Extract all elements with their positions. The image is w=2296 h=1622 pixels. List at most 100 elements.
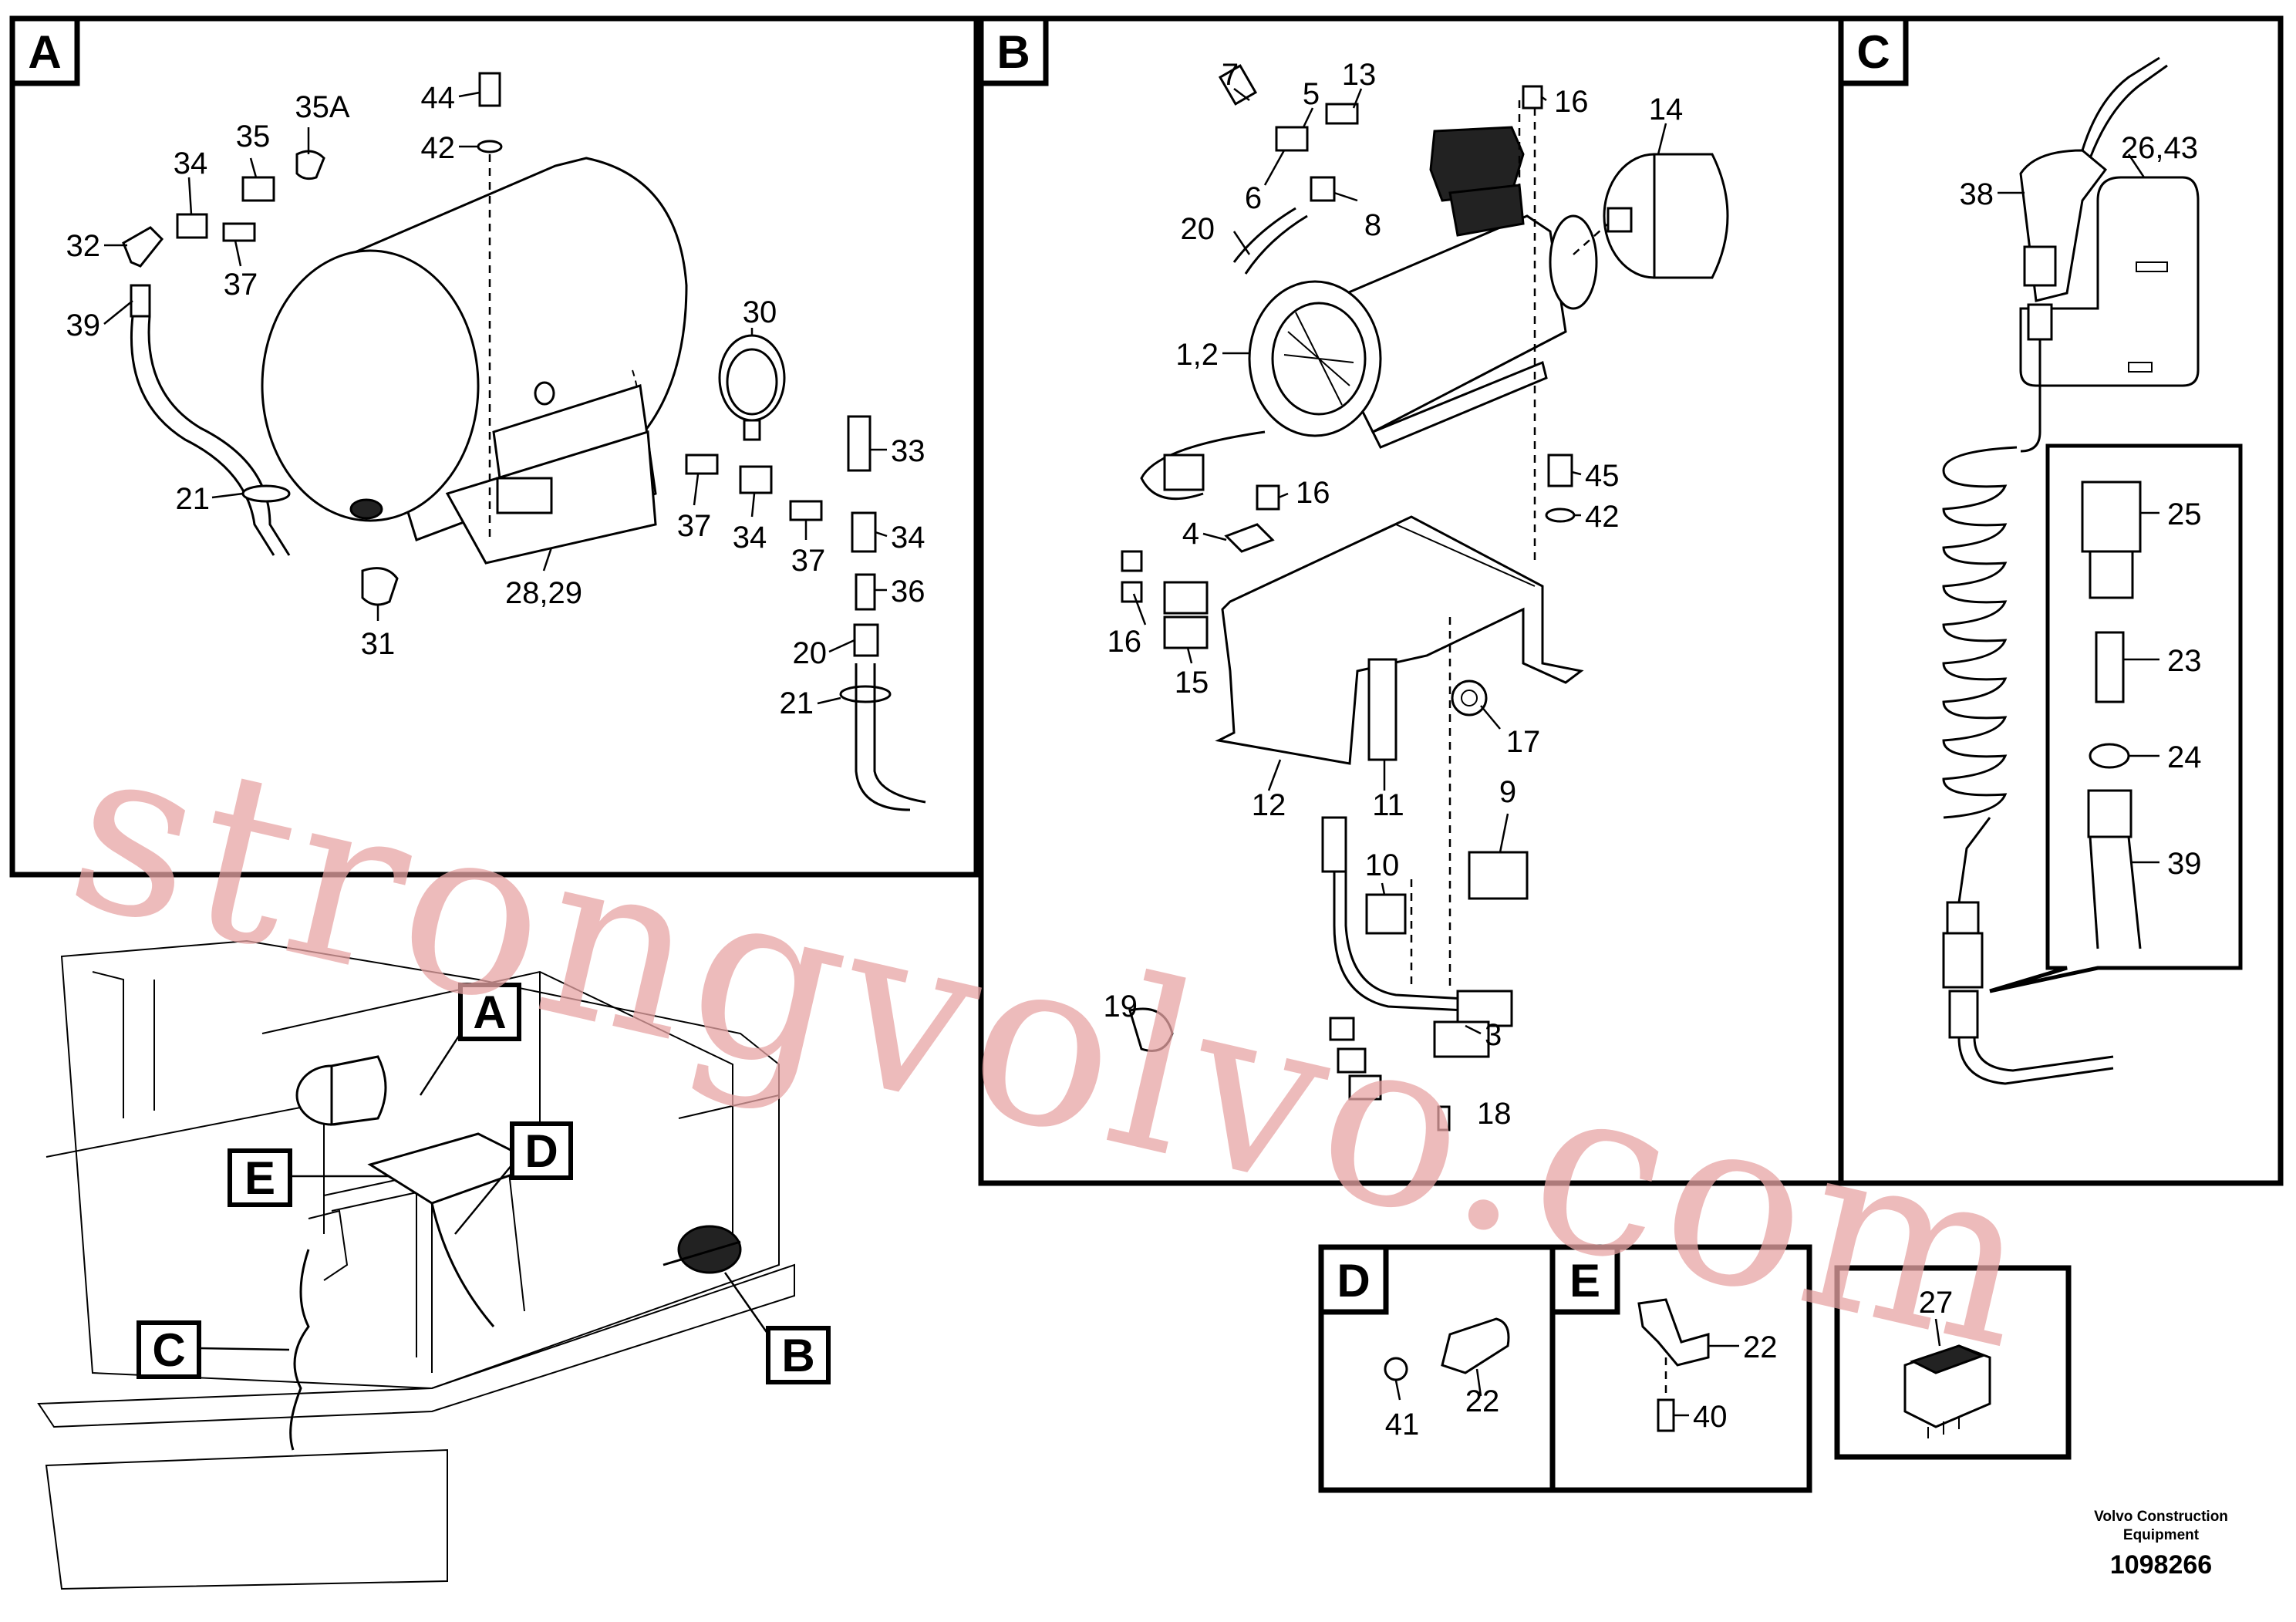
bolt-45 xyxy=(1547,454,1573,487)
label-6: 6 xyxy=(1245,181,1262,215)
fitting-36 xyxy=(855,573,876,611)
callout-c-box xyxy=(137,1320,201,1379)
label-40: 40 xyxy=(1693,1400,1728,1434)
label-28-29: 28,29 xyxy=(505,576,582,610)
grommet-17 xyxy=(1451,679,1488,717)
label-42-b: 42 xyxy=(1585,500,1620,534)
plate-11 xyxy=(1367,658,1397,761)
washer-42 xyxy=(477,140,503,153)
label-30: 30 xyxy=(743,295,777,329)
coupler-25 xyxy=(2081,481,2142,553)
label-35: 35 xyxy=(236,120,271,153)
callout-a-box xyxy=(458,983,521,1041)
label-20-b: 20 xyxy=(1181,212,1215,246)
fitting-20 xyxy=(853,623,879,657)
label-23: 23 xyxy=(2167,644,2202,678)
panel-c-labels: 26,43 38 25 23 24 39 xyxy=(1960,131,2202,881)
sensor-33 xyxy=(847,415,872,472)
panel-b-labels: 7 13 5 16 14 6 8 20 1,2 45 16 42 4 16 15… xyxy=(1104,58,1684,1131)
panel-e-letter: E xyxy=(1569,1255,1600,1307)
label-18: 18 xyxy=(1477,1097,1512,1131)
panel-switch-frame xyxy=(1834,1265,2072,1460)
air-tank-icon xyxy=(261,157,688,565)
overview-compressor xyxy=(677,1225,742,1274)
filter-14 xyxy=(1573,153,1729,279)
compressor-icon xyxy=(1248,126,1598,449)
label-34-right: 34 xyxy=(891,521,925,555)
elbow-32 xyxy=(122,226,164,268)
bolt-16-left-a xyxy=(1121,550,1143,572)
label-5: 5 xyxy=(1303,77,1320,111)
label-33: 33 xyxy=(891,434,925,468)
label-24: 24 xyxy=(2167,740,2202,774)
panel-e: E 22 40 xyxy=(1549,1244,1812,1493)
connector-35 xyxy=(241,176,275,202)
label-21-right: 21 xyxy=(780,686,814,720)
coiled-hose-icon xyxy=(1942,339,2114,1085)
tee-34-top xyxy=(176,213,208,239)
panel-c-inset xyxy=(1989,443,2243,993)
screw-18 xyxy=(1437,1105,1451,1131)
label-37-low: 37 xyxy=(791,544,826,578)
tee-34-right xyxy=(851,511,877,553)
label-16-left: 16 xyxy=(1108,625,1142,659)
label-34-mid: 34 xyxy=(733,521,767,555)
panel-a-letter-box xyxy=(9,15,80,86)
grommet-19 xyxy=(1128,1007,1174,1052)
panel-e-frame xyxy=(1549,1244,1812,1493)
fitting-39-c xyxy=(2087,789,2132,838)
nipple-37-top xyxy=(222,222,256,242)
drawing-number: 1098266 xyxy=(2110,1550,2212,1580)
label-11: 11 xyxy=(1372,788,1404,822)
label-44: 44 xyxy=(421,81,456,115)
label-3: 3 xyxy=(1485,1018,1502,1052)
washer-42-b xyxy=(1545,508,1576,523)
label-20: 20 xyxy=(793,636,828,670)
bolt-16-left-b xyxy=(1121,581,1143,603)
panel-b-leaders xyxy=(1132,88,1667,1035)
company-line1: Volvo Construction xyxy=(2094,1509,2228,1525)
motor-lead xyxy=(1140,430,1266,501)
panel-a-labels: 44 42 35A 35 34 32 37 39 30 33 21 37 34 … xyxy=(66,81,925,720)
overview-machine xyxy=(37,939,795,1590)
fittings-upper-left xyxy=(122,150,325,318)
label-16-top: 16 xyxy=(1554,85,1589,119)
label-39: 39 xyxy=(66,309,101,342)
label-16-mid: 16 xyxy=(1296,476,1330,510)
label-21-left: 21 xyxy=(176,482,211,516)
rocker-switch-icon xyxy=(1903,1344,1991,1438)
label-41: 41 xyxy=(1385,1408,1420,1442)
label-4: 4 xyxy=(1182,517,1199,551)
panel-b-letter-box xyxy=(978,15,1049,86)
nipple-23 xyxy=(2095,631,2125,703)
panel-c: C xyxy=(1838,15,2284,1186)
clip-22-d xyxy=(1441,1317,1510,1374)
bracket-22-e xyxy=(1637,1298,1710,1367)
callout-b-box xyxy=(766,1326,831,1384)
label-34-top: 34 xyxy=(174,147,208,180)
title-block: Volvo Construction Equipment 1098266 xyxy=(2094,1509,2228,1580)
callout-b: B xyxy=(781,1330,814,1381)
label-19: 19 xyxy=(1104,990,1138,1023)
label-15: 15 xyxy=(1175,666,1209,700)
panel-a-leaders xyxy=(103,91,888,705)
panel-a: A xyxy=(9,15,979,878)
label-13: 13 xyxy=(1342,58,1377,92)
grommet-21-right xyxy=(839,685,892,703)
panel-switch: 27 xyxy=(1834,1265,2072,1460)
label-14: 14 xyxy=(1649,93,1684,126)
label-8: 8 xyxy=(1364,208,1381,242)
label-35A: 35A xyxy=(295,90,349,124)
label-31: 31 xyxy=(361,627,396,661)
label-17: 17 xyxy=(1506,725,1541,759)
bolt-16-mid xyxy=(1256,484,1280,511)
grommet-21-left xyxy=(241,484,291,503)
label-25: 25 xyxy=(2167,497,2202,531)
label-12: 12 xyxy=(1252,788,1286,822)
label-42: 42 xyxy=(421,131,456,165)
bolt-44 xyxy=(478,72,501,107)
bracket-12 xyxy=(1215,515,1584,765)
washer-24 xyxy=(2089,743,2130,769)
pressure-gauge-icon xyxy=(718,334,786,441)
